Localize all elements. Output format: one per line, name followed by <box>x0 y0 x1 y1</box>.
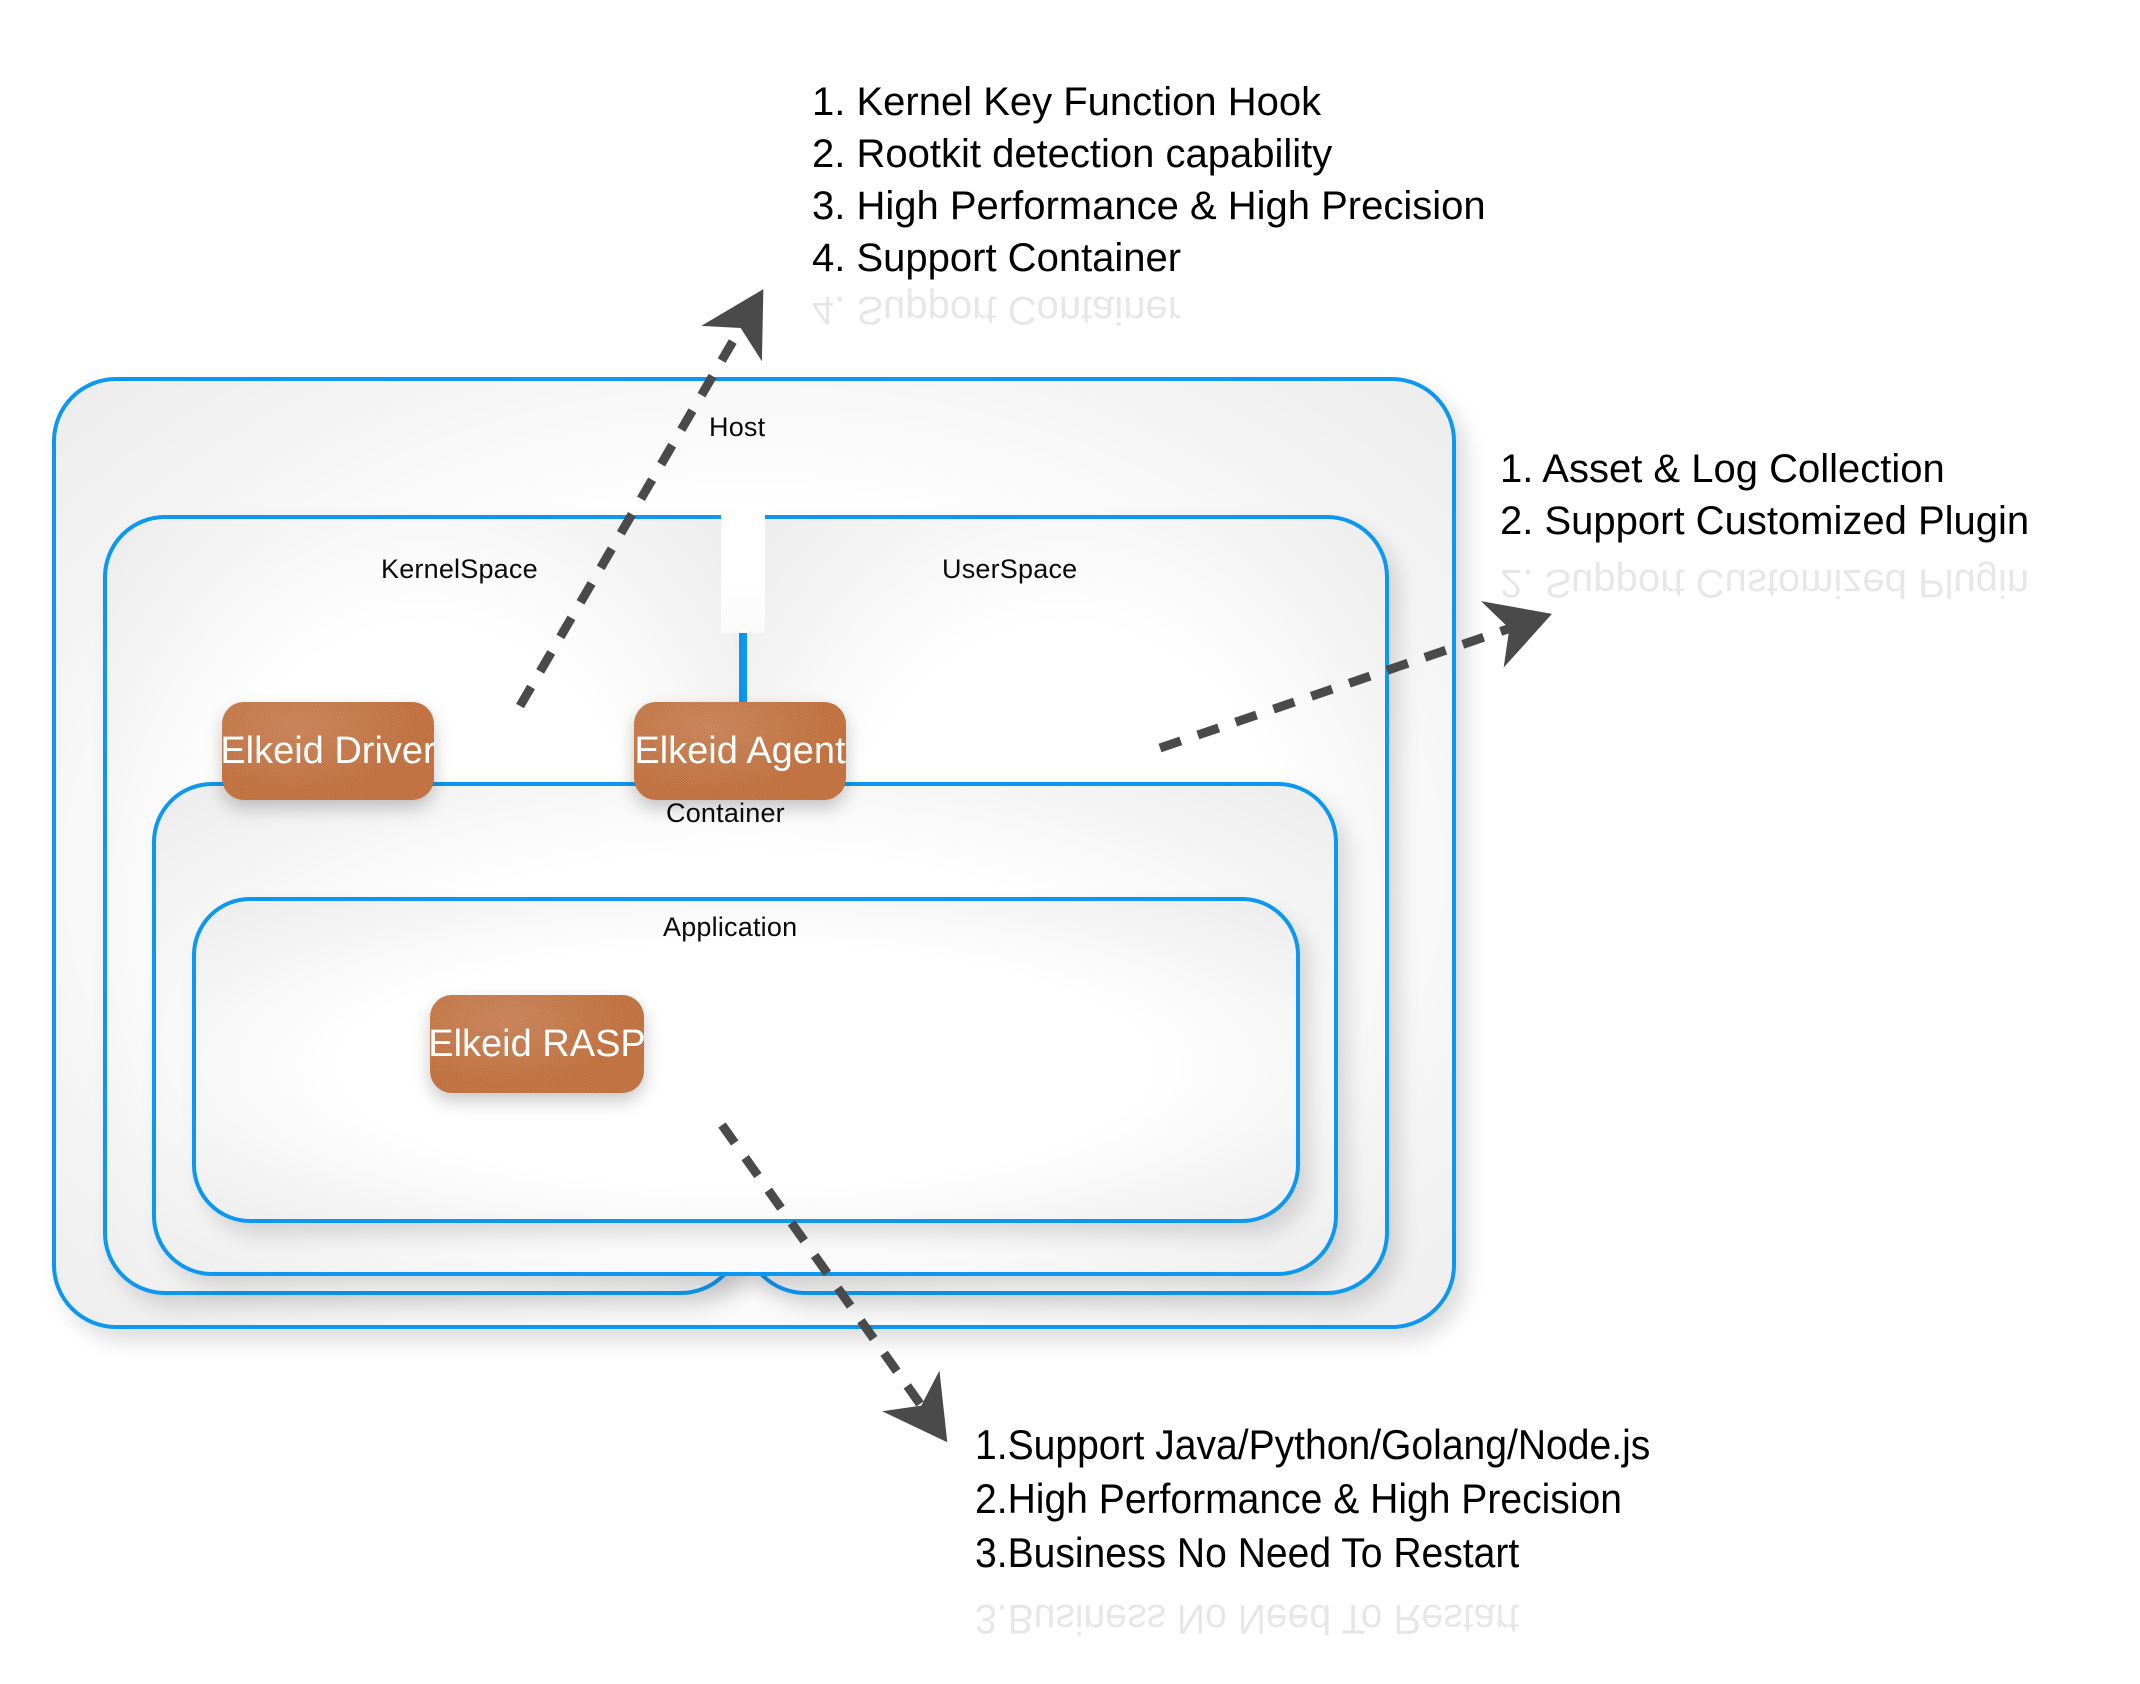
annotation-rasp-line-3: 3.Business No Need To Restart <box>975 1529 1520 1576</box>
arrow-driver <box>516 289 764 709</box>
component-elkeid-driver-label: Elkeid Driver <box>220 729 436 772</box>
annotation-rasp: 1.Support Java/Python/Golang/Node.js 2.H… <box>975 1424 1650 1586</box>
annotation-driver-line-3: 3. High Performance & High Precision <box>812 184 1486 228</box>
annotation-agent-line-1: 1. Asset & Log Collection <box>1500 447 1945 491</box>
component-elkeid-agent[interactable]: Elkeid Agent <box>634 702 846 800</box>
annotation-driver-line-2: 2. Rootkit detection capability <box>812 132 1333 176</box>
component-elkeid-rasp[interactable]: Elkeid RASP <box>428 995 646 1093</box>
annotation-agent: 1. Asset & Log Collection 2. Support Cus… <box>1500 449 2029 553</box>
annotation-driver-line-1: 1. Kernel Key Function Hook <box>812 80 1322 124</box>
annotation-rasp-line-2: 2.High Performance & High Precision <box>975 1475 1622 1522</box>
annotation-driver: 1. Kernel Key Function Hook 2. Rootkit d… <box>812 82 1486 290</box>
arrow-rasp <box>718 1122 948 1443</box>
label-kernelspace: KernelSpace <box>381 554 538 584</box>
annotation-driver-line-4: 4. Support Container <box>812 236 1182 280</box>
annotation-agent-line-2: 2. Support Customized Plugin <box>1500 499 2030 543</box>
label-application: Application <box>663 912 798 942</box>
component-elkeid-driver[interactable]: Elkeid Driver <box>220 702 436 800</box>
label-container: Container <box>666 798 785 828</box>
container-application <box>192 897 1300 1223</box>
label-userspace: UserSpace <box>942 554 1078 584</box>
annotation-rasp-line-1: 1.Support Java/Python/Golang/Node.js <box>975 1421 1651 1468</box>
component-elkeid-rasp-label: Elkeid RASP <box>428 1022 646 1065</box>
component-elkeid-agent-label: Elkeid Agent <box>634 729 846 772</box>
arrow-agent <box>1158 601 1552 753</box>
label-host: Host <box>709 412 766 442</box>
